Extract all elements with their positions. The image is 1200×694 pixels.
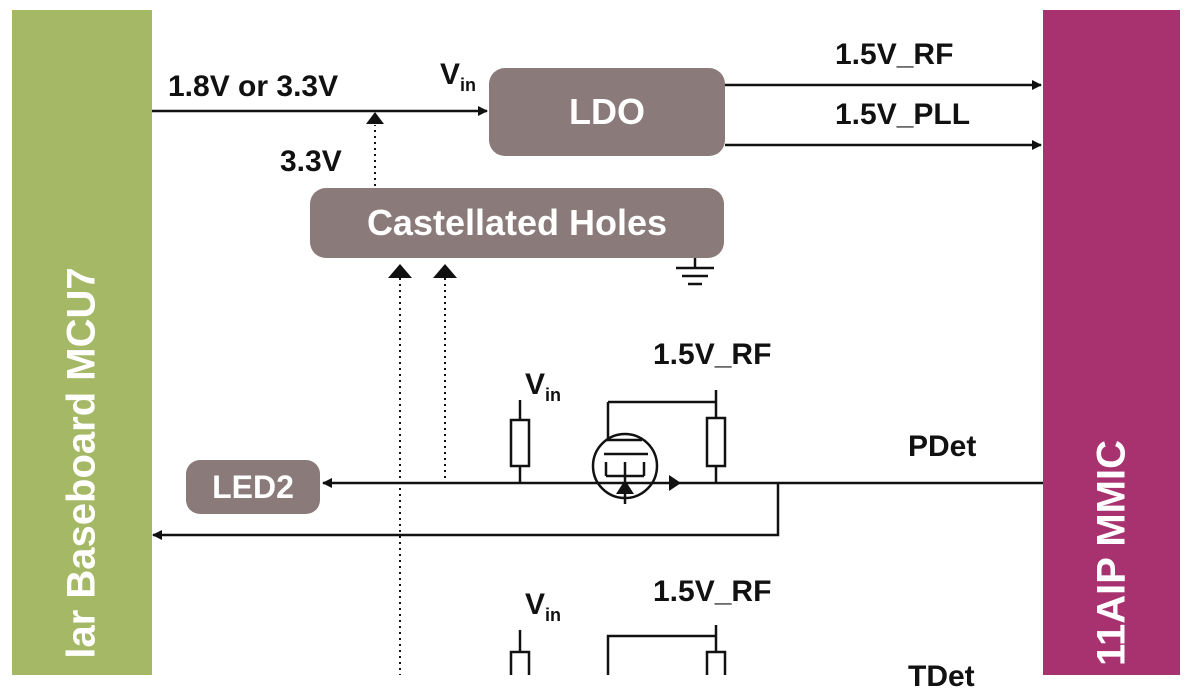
ldo-block: LDO [489, 68, 725, 156]
rf-lower-label: 1.5V_RF [653, 575, 772, 608]
pdet-label: PDet [908, 430, 977, 463]
schematic-wires [152, 80, 1043, 675]
supply-33v-label: 3.3V [280, 145, 342, 178]
led2-block: LED2 [186, 460, 320, 514]
resistor-rf-upper [705, 416, 727, 468]
ldo-label: LDO [569, 91, 645, 132]
resistor-vin-lower [509, 650, 531, 675]
rf-upper-label: 1.5V_RF [653, 338, 772, 371]
rail-rf-label: 1.5V_RF [835, 38, 954, 71]
resistor-vin-upper [509, 418, 531, 468]
vin-ldo-label: Vin [440, 58, 477, 95]
vin-upper-label: Vin [525, 368, 562, 405]
castellated-holes-block: Castellated Holes [310, 188, 724, 258]
pdet-to-mcu-wire [152, 483, 780, 540]
vin-lower-label: Vin [525, 588, 562, 625]
mcu-baseboard-block: lar Baseboard MCU7 [12, 10, 152, 675]
rail-pll-label: 1.5V_PLL [835, 98, 971, 131]
resistor-rf-lower [705, 650, 727, 675]
supply-in-label: 1.8V or 3.3V [168, 70, 339, 103]
castellated-holes-label: Castellated Holes [366, 202, 668, 243]
mmic-block: 11AIP MMIC [1043, 10, 1180, 675]
tdet-partial-label: TDet [908, 660, 975, 693]
led2-label: LED2 [212, 468, 294, 505]
